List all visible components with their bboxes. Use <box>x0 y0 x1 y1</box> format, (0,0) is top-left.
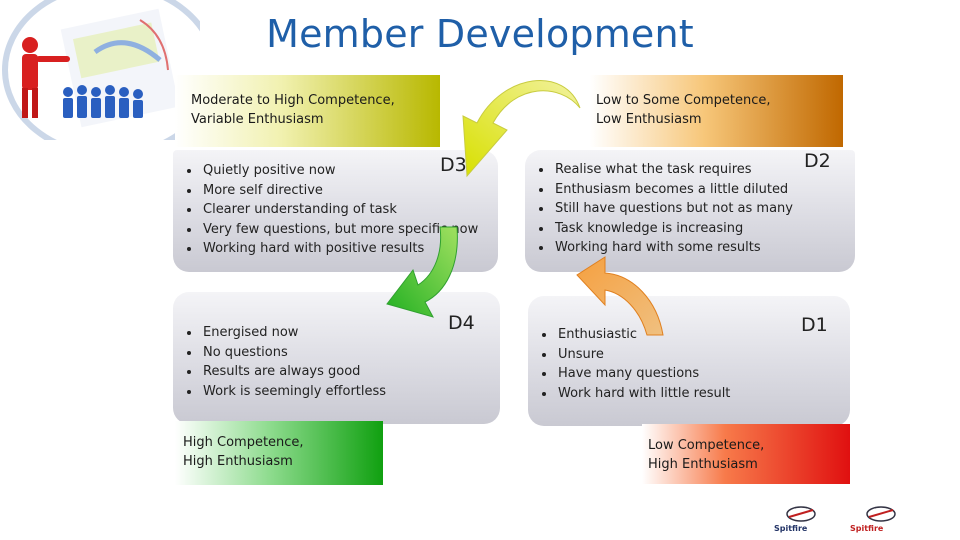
d1-label: D1 <box>801 314 828 336</box>
d4-label: D4 <box>448 312 475 334</box>
spitfire-consultancy-logo: Spitfire <box>848 505 938 535</box>
d2-header: Low to Some Competence, Low Enthusiasm <box>590 75 843 147</box>
d2-item: Enthusiasm becomes a little diluted <box>553 180 855 200</box>
d3-item: Clearer understanding of task <box>201 200 498 220</box>
d3-item: Working hard with positive results <box>201 239 498 259</box>
d1-header-line-2: High Enthusiasm <box>648 457 758 472</box>
d3-header-line-1: Moderate to High Competence, <box>191 93 395 108</box>
d3-header: Moderate to High Competence, Variable En… <box>175 75 440 147</box>
d1-item: Work hard with little result <box>556 384 850 404</box>
team-illustration <box>2 0 200 140</box>
d2-header-line-2: Low Enthusiasm <box>596 112 702 127</box>
d2-item: Realise what the task requires <box>553 160 855 180</box>
curved-arrow-icon <box>576 256 664 336</box>
d2-label: D2 <box>804 150 831 172</box>
d4-item: Energised now <box>201 323 500 343</box>
spitfire-logo-text: Spitfire <box>774 524 808 533</box>
spitfire-logo: Spitfire <box>772 505 842 535</box>
d3-item: More self directive <box>201 181 498 201</box>
d4-panel: Energised now No questions Results are a… <box>173 292 500 424</box>
d4-header-line-2: High Enthusiasm <box>183 454 293 469</box>
d3-panel: Quietly positive now More self directive… <box>173 150 498 272</box>
d2-item: Working hard with some results <box>553 238 855 258</box>
spitfire-emblem-icon <box>866 506 896 522</box>
spitfire-emblem-icon <box>786 506 816 522</box>
curved-arrow-icon <box>386 226 458 318</box>
d3-item: Very few questions, but more specific no… <box>201 220 498 240</box>
d4-header-line-1: High Competence, <box>183 435 304 450</box>
d4-item: Results are always good <box>201 362 500 382</box>
d2-header-line-1: Low to Some Competence, <box>596 93 771 108</box>
d1-item: Have many questions <box>556 364 850 384</box>
d2-item: Still have questions but not as many <box>553 199 855 219</box>
d3-item: Quietly positive now <box>201 161 498 181</box>
d1-header-line-1: Low Competence, <box>648 438 765 453</box>
d2-item: Task knowledge is increasing <box>553 219 855 239</box>
d4-item: Work is seemingly effortless <box>201 382 500 402</box>
d4-header: High Competence, High Enthusiasm <box>175 421 383 485</box>
d4-item: No questions <box>201 343 500 363</box>
d1-panel: Enthusiastic Unsure Have many questions … <box>528 296 850 426</box>
d3-label: D3 <box>440 154 467 176</box>
curved-arrow-icon <box>462 80 581 178</box>
page-title: Member Development <box>266 12 694 56</box>
d1-item: Enthusiastic <box>556 325 850 345</box>
d1-header: Low Competence, High Enthusiasm <box>642 424 850 484</box>
d3-header-line-2: Variable Enthusiasm <box>191 112 324 127</box>
d2-panel: Realise what the task requires Enthusias… <box>525 150 855 272</box>
d1-item: Unsure <box>556 345 850 365</box>
spitfire-consultancy-logo-text: Spitfire <box>850 524 884 533</box>
